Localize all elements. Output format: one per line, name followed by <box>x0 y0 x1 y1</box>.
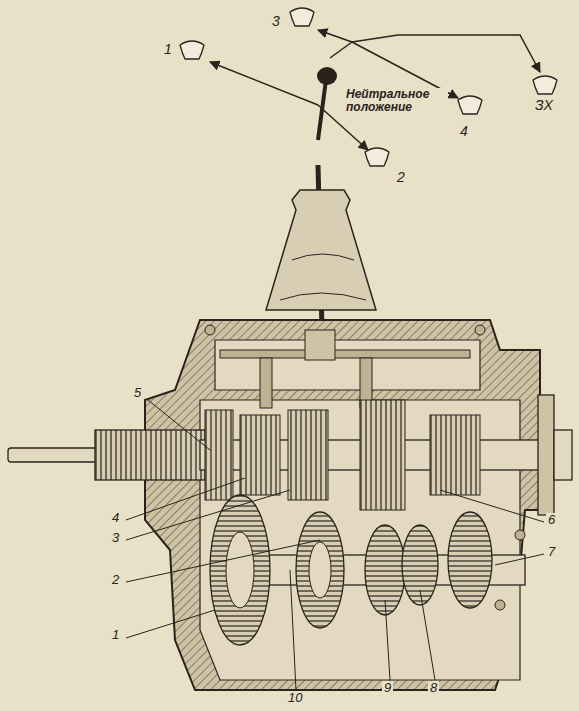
callout-number: 7 <box>546 545 557 559</box>
gear-position-label: 3 <box>270 14 282 29</box>
gear-position-label: 1 <box>162 42 174 57</box>
gear-position-label: ЗХ <box>533 98 555 113</box>
callout-number: 3 <box>110 531 121 545</box>
callout-number: 8 <box>428 681 439 695</box>
callout-number: 10 <box>286 691 304 705</box>
callout-number: 2 <box>110 573 121 587</box>
gear-position-label: 4 <box>458 124 470 139</box>
callout-number: 4 <box>110 511 121 525</box>
callout-number: 6 <box>546 513 557 527</box>
gear-position-label: 2 <box>395 170 407 185</box>
callout-number: 5 <box>132 386 143 400</box>
position-note: Нейтральное положение <box>344 88 448 114</box>
callout-number: 9 <box>382 681 393 695</box>
callout-number: 1 <box>110 628 121 642</box>
